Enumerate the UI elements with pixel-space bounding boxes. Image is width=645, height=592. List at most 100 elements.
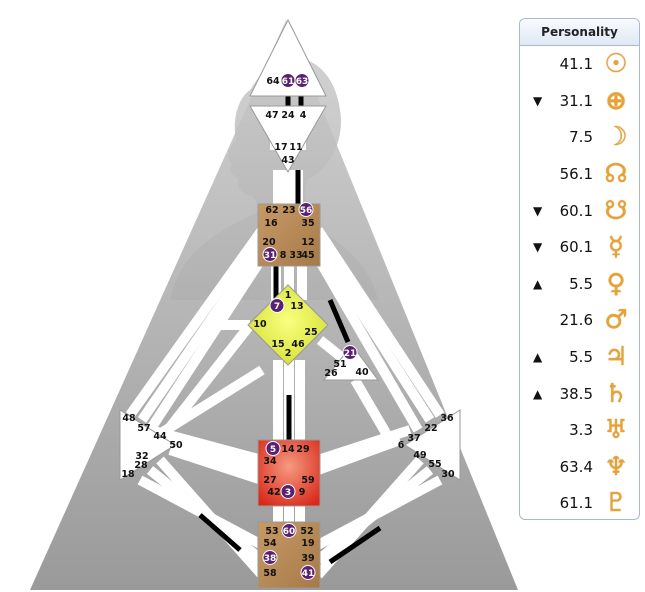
personality-header: Personality (520, 19, 639, 46)
gate-39: 39 (301, 553, 314, 564)
direction-arrow: ▼ (533, 203, 543, 218)
gate-49: 49 (413, 450, 426, 461)
gate-58: 58 (263, 568, 277, 579)
direction-arrow: ▲ (533, 386, 543, 401)
spleen-center (119, 409, 176, 481)
planet-row: 41.1 ☉ (520, 46, 639, 83)
gate-48: 48 (122, 413, 136, 424)
neptune-icon: ♆ (604, 451, 628, 482)
planet-row: 21.6♂ (520, 302, 639, 339)
gate-54: 54 (263, 538, 277, 549)
gate-7: 7 (274, 302, 280, 312)
gate-52: 52 (300, 526, 313, 537)
gate-5: 5 (270, 445, 276, 455)
activated-gate-marker (280, 484, 296, 499)
saturn-icon: ♄ (604, 378, 628, 409)
gate-28: 28 (134, 460, 148, 471)
gate-42: 42 (267, 487, 280, 498)
gate-line-value: 3.3 (569, 421, 593, 440)
gate-61: 61 (282, 77, 295, 87)
gate-8: 8 (280, 250, 287, 261)
gate-20: 20 (262, 237, 276, 248)
planet-row: ▲5.5♃ (520, 339, 639, 376)
gate-12: 12 (301, 237, 314, 248)
gate-line-value: 41.1 (559, 55, 593, 74)
gate-1: 1 (285, 290, 292, 301)
gate-22: 22 (424, 423, 437, 434)
gate-32: 32 (135, 451, 148, 462)
gate-line-value: 38.5 (559, 384, 593, 403)
gate-24: 24 (281, 110, 295, 121)
gate-line-value: 5.5 (569, 274, 593, 293)
gate-33: 33 (289, 250, 302, 261)
gate-30: 30 (441, 469, 455, 480)
moon-icon: ☽ (604, 122, 628, 153)
pluto-icon: ♇ (604, 488, 628, 519)
planet-row: ▼60.1☿ (520, 229, 639, 266)
planet-row: 7.5☽ (520, 119, 639, 156)
gate-line-value: 61.1 (559, 494, 593, 513)
planet-row: ▲ 5.5 ♀ (520, 266, 639, 303)
personality-panel: Personality 41.1☉▼31.1⊕7.5☽56.1☊▼60.1☋▼6… (519, 18, 640, 520)
gate-62: 62 (265, 205, 278, 216)
planet-row: ▼ 60.1 ☋ (520, 192, 639, 229)
gate-23: 23 (282, 205, 295, 216)
gate-47: 47 (265, 110, 278, 121)
gate-6: 6 (398, 440, 405, 451)
activated-gate-marker (262, 247, 278, 262)
gate-63: 63 (296, 77, 309, 87)
gate-15: 15 (271, 339, 284, 350)
planet-row: 3.3 ♅ (520, 412, 639, 449)
gate-34: 34 (263, 456, 277, 467)
planet-row: 61.1 ♇ (520, 485, 639, 519)
gate-40: 40 (355, 367, 369, 378)
planet-row: ▲ 38.5 ♄ (520, 375, 639, 412)
sun-icon: ☉ (604, 49, 628, 80)
activated-gate-marker (269, 298, 285, 313)
gate-19: 19 (301, 538, 314, 549)
planet-row: 56.1 ☊ (520, 156, 639, 193)
activated-gate-marker (300, 565, 316, 580)
gate-27: 27 (263, 475, 276, 486)
gate-53: 53 (265, 526, 278, 537)
activated-gate-marker (281, 523, 297, 538)
gate-44: 44 (153, 431, 167, 442)
gate-36: 36 (440, 413, 454, 424)
gate-45: 45 (301, 250, 314, 261)
gate-line-value: 56.1 (559, 165, 593, 184)
activated-gate-marker (342, 345, 358, 360)
gate-line-value: 60.1 (559, 201, 593, 220)
heart-center (322, 344, 379, 381)
gate-41: 41 (302, 569, 315, 579)
gate-14: 14 (281, 444, 295, 455)
gate-13: 13 (290, 301, 303, 312)
south-node-icon: ☋ (604, 195, 628, 226)
north-node-icon: ☊ (604, 159, 628, 190)
gate-56: 56 (300, 206, 313, 216)
uranus-icon: ♅ (604, 415, 628, 446)
gate-46: 46 (291, 339, 305, 350)
gate-line-value: 21.6 (559, 311, 593, 330)
direction-arrow: ▲ (533, 276, 543, 291)
gate-29: 29 (296, 444, 309, 455)
gate-38: 38 (264, 554, 277, 564)
gate-4: 4 (300, 110, 307, 121)
ajna-center (249, 105, 327, 174)
activated-gate-marker (298, 202, 314, 217)
gate-11: 11 (289, 142, 302, 153)
venus-icon: ♀ (606, 268, 626, 299)
earth-icon: ⊕ (605, 85, 627, 116)
activated-gate-marker (294, 73, 310, 88)
gate-37: 37 (407, 433, 420, 444)
gate-9: 9 (299, 487, 306, 498)
gate-line-value: 5.5 (569, 348, 593, 367)
activated-gate-marker (262, 550, 278, 565)
gate-25: 25 (304, 327, 317, 338)
gate-17: 17 (274, 142, 287, 153)
gate-line-value: 60.1 (559, 238, 593, 257)
gate-16: 16 (264, 218, 278, 229)
mercury-icon: ☿ (608, 232, 624, 263)
g-center (247, 284, 329, 366)
